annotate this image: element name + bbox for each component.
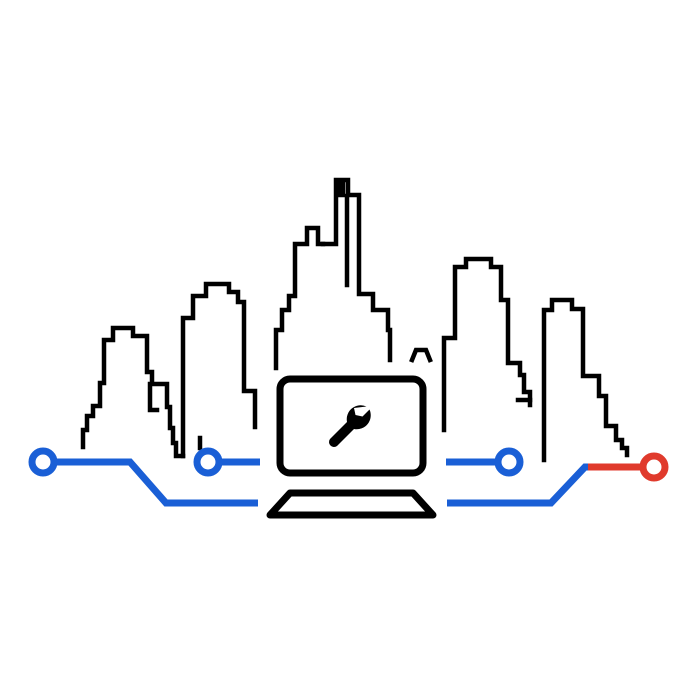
building-right-center bbox=[441, 256, 533, 433]
circuit-nodes bbox=[28, 447, 669, 482]
building-second bbox=[180, 281, 258, 459]
laptop-base bbox=[266, 489, 437, 519]
building-central-left bbox=[273, 225, 326, 371]
circuit-node-left-inner bbox=[193, 447, 223, 477]
circuit-node-right-outer bbox=[639, 452, 669, 482]
circuit-node-left-outer bbox=[28, 447, 58, 477]
building-far-left bbox=[80, 325, 186, 459]
building-far-right bbox=[541, 297, 630, 463]
building-central-tower bbox=[320, 177, 393, 363]
building-far-left-detail bbox=[147, 381, 160, 413]
circuit-node-right-inner bbox=[494, 447, 524, 477]
circuit-traces bbox=[54, 458, 641, 507]
circuit-trace-right-outer bbox=[447, 463, 590, 507]
laptop-icon bbox=[266, 375, 437, 519]
laptop-screen bbox=[276, 375, 427, 477]
building-central-small-antenna bbox=[409, 347, 433, 363]
wrench-shape bbox=[328, 405, 371, 448]
wrench-icon bbox=[328, 405, 371, 448]
circuit-trace-left-outer bbox=[54, 458, 258, 507]
city-skyline-icon bbox=[80, 177, 630, 463]
